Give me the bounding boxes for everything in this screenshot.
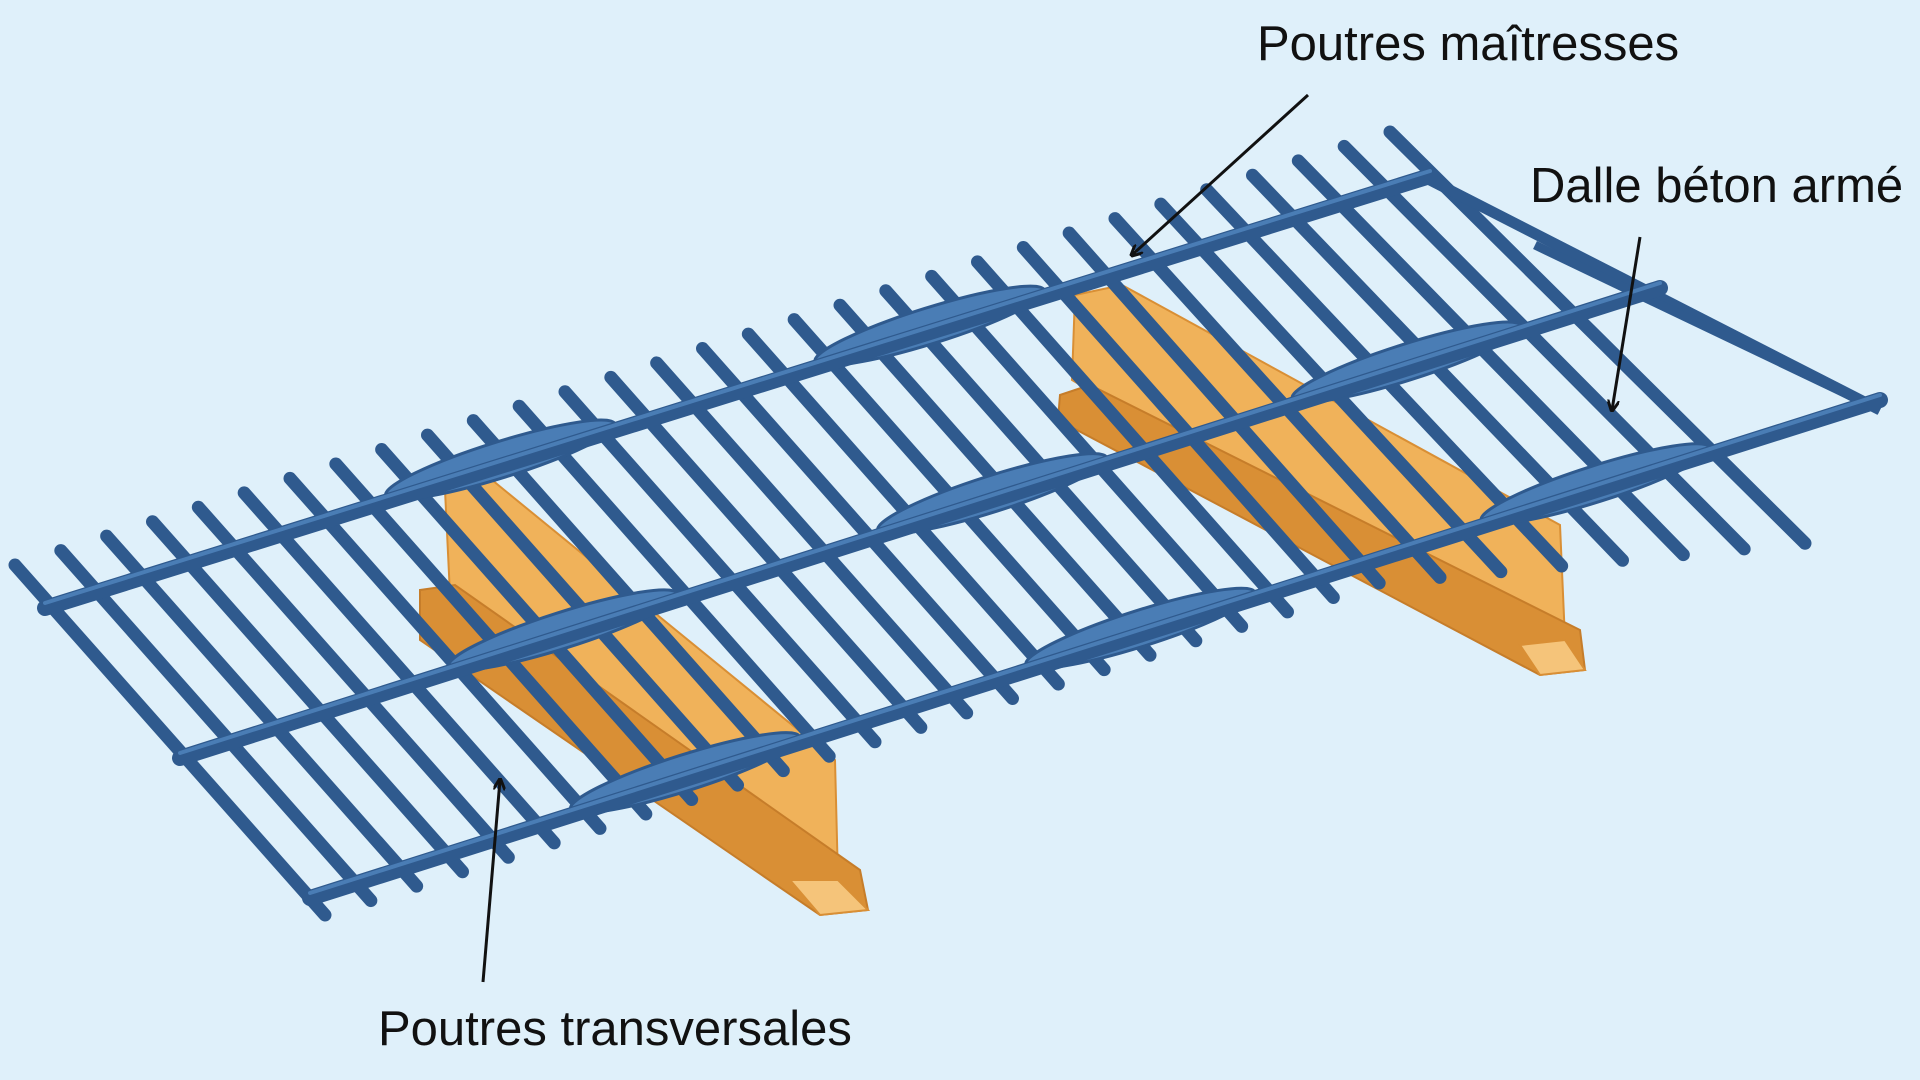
bracing-beam [1533,240,1882,415]
cross-beam [191,500,515,864]
arrow-cross-beams [481,780,500,983]
cross-beam [604,370,928,734]
arrow-main-beams [1132,93,1310,255]
main-beam-web [37,168,1438,616]
cross-beam [146,515,469,879]
cross-beam [283,471,607,835]
main-beam-web [302,392,1888,906]
main-beam-bottom [302,392,1888,906]
cross-beams-group [8,125,1883,922]
cross-beam [1337,139,1751,556]
cross-beam [8,558,332,922]
cross-beam [54,544,378,908]
label-main-beams: Poutres maîtresses [1257,17,1680,71]
cross-beam [1108,212,1447,584]
cross-beam [971,255,1294,619]
main-beam-top [37,168,1438,616]
main-beam-flange [43,169,1432,605]
main-beam-middle [172,280,1668,766]
cross-beam [696,342,1019,705]
cross-beam [1016,240,1340,604]
cross-beam [1062,226,1386,590]
main-beam-flange [178,281,1662,755]
cross-beam [650,356,974,720]
cross-beam [512,399,836,763]
main-beams-group [37,168,1888,906]
arrow-slab [1612,236,1642,410]
label-concrete-slab: Dalle béton armé [1530,159,1904,213]
main-beam-flange [308,393,1882,895]
arrows-group [481,93,1642,983]
main-beam-web [172,280,1668,766]
label-cross-beams: Poutres transversales [378,1002,852,1056]
cross-beam [925,269,1249,633]
cross-beam [558,385,882,749]
cross-beam [100,529,424,893]
